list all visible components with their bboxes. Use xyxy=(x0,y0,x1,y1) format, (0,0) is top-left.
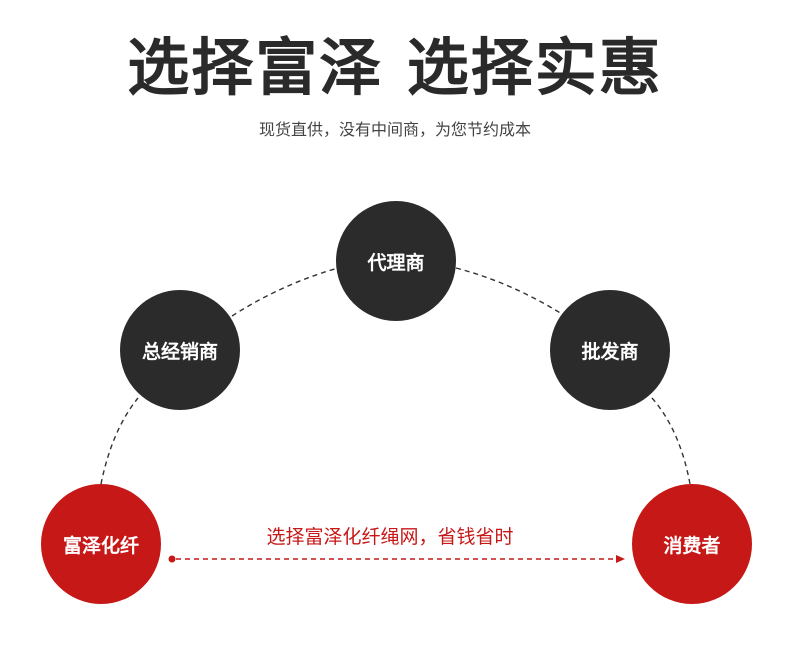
direct-path-label: 选择富泽化纤绳网，省钱省时 xyxy=(266,526,514,548)
node-general-distributor-label: 总经销商 xyxy=(141,340,218,363)
node-wholesaler: 批发商 xyxy=(550,290,670,410)
node-consumer: 消费者 xyxy=(632,484,752,604)
node-consumer-label: 消费者 xyxy=(663,534,721,557)
direct-path-start-dot xyxy=(168,555,176,563)
node-wholesaler-label: 批发商 xyxy=(581,340,639,363)
node-fuze: 富泽化纤 xyxy=(41,484,161,604)
connector-fuze-to-general xyxy=(100,397,139,485)
connector-general-to-agent xyxy=(231,267,339,317)
connector-agent-to-wholesale xyxy=(455,267,563,315)
node-agent: 代理商 xyxy=(336,201,456,321)
page-title: 选择富泽 选择实惠 xyxy=(127,31,663,104)
page-subtitle: 现货直供，没有中间商，为您节约成本 xyxy=(258,120,531,139)
node-general-distributor: 总经销商 xyxy=(120,290,240,410)
node-fuze-label: 富泽化纤 xyxy=(62,534,139,557)
connector-wholesale-to-consumer xyxy=(651,397,691,485)
node-agent-label: 代理商 xyxy=(367,251,425,274)
